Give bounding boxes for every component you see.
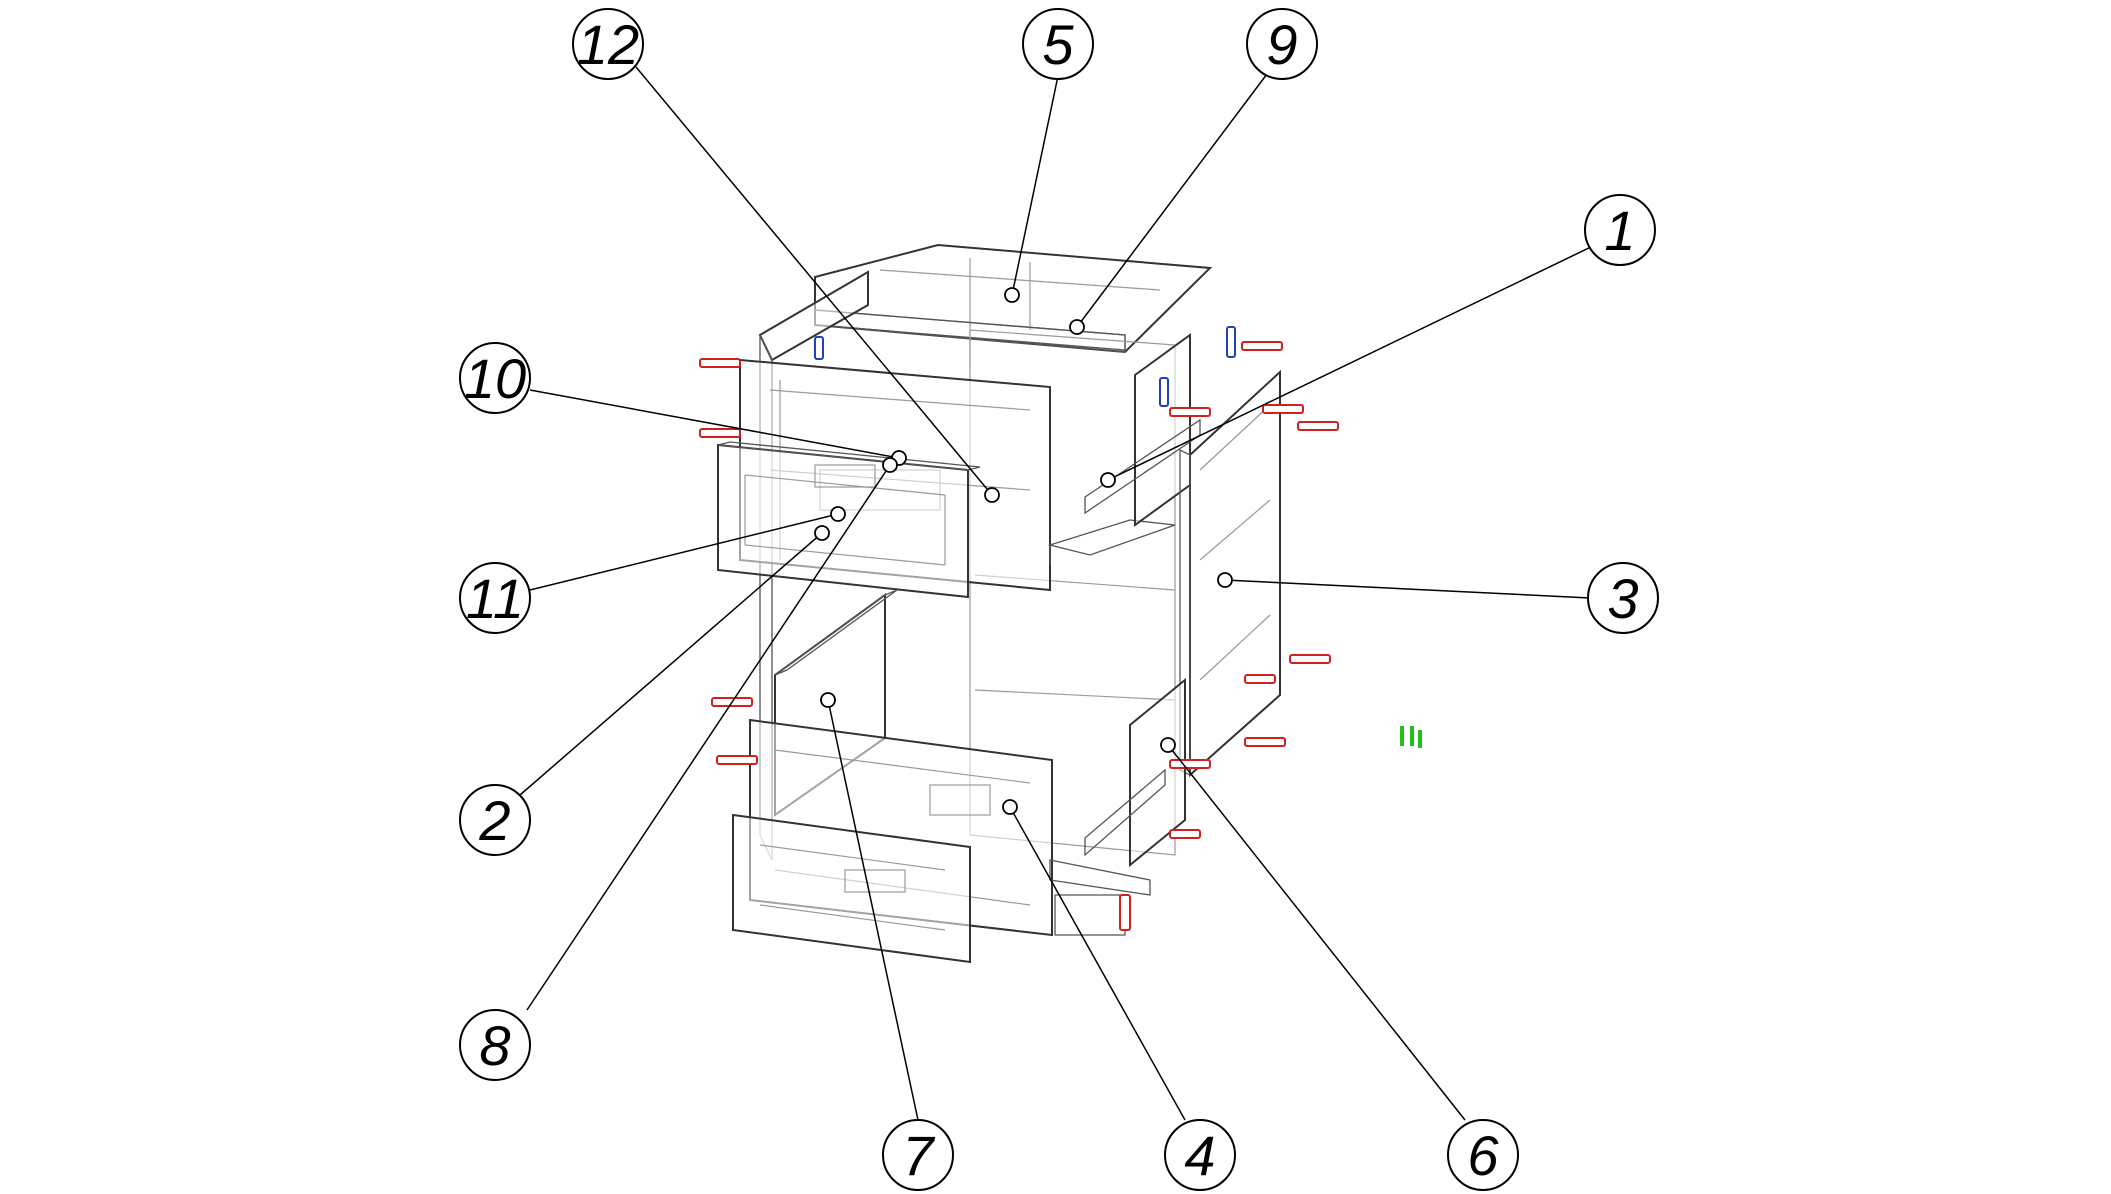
- dowels: [699, 341, 1339, 931]
- right-side-panel: [1179, 369, 1281, 778]
- callout-label: 6: [1467, 1124, 1499, 1187]
- callout-4: 4: [1164, 1119, 1236, 1191]
- dowel: [699, 358, 741, 368]
- dowel: [699, 428, 741, 438]
- callout-label: 2: [478, 789, 510, 852]
- leaders: [519, 66, 1596, 1121]
- fitting: [814, 336, 824, 360]
- callout-7: 7: [882, 1119, 954, 1191]
- cabinet-parts: [699, 243, 1422, 964]
- callout-label: 12: [577, 13, 639, 76]
- dimension-marker: [1400, 726, 1422, 748]
- upper-drawer-bottom: [1047, 519, 1176, 565]
- dowel: [1169, 407, 1211, 417]
- callout-1: 1: [1584, 194, 1656, 266]
- dowel: [1244, 737, 1286, 747]
- callout-5: 5: [1022, 8, 1094, 80]
- callout-label: 11: [466, 567, 524, 630]
- dowel: [716, 755, 758, 765]
- callout-label: 10: [464, 347, 526, 410]
- dowel: [1244, 674, 1276, 684]
- callout-3: 3: [1587, 562, 1659, 634]
- callout-11: 11: [459, 562, 531, 634]
- callout-label: 8: [479, 1014, 510, 1077]
- callout-12: 12: [572, 8, 644, 80]
- callout-label: 7: [902, 1124, 935, 1187]
- callout-label: 1: [1604, 199, 1635, 262]
- base-rail: [1049, 859, 1151, 936]
- lower-drawer-front: [732, 813, 971, 964]
- dowel: [1262, 404, 1304, 414]
- fitting: [1226, 326, 1236, 358]
- upper-drawer-front: [717, 441, 981, 599]
- callout-10: 10: [459, 342, 531, 414]
- lower-drawer-side-right: [1084, 677, 1186, 868]
- fitting: [1159, 377, 1169, 407]
- callout-label: 4: [1184, 1124, 1215, 1187]
- callout-label: 5: [1042, 13, 1074, 76]
- dowel: [1241, 341, 1283, 351]
- dowel: [1169, 759, 1211, 769]
- callout-9: 9: [1246, 8, 1318, 80]
- callout-6: 6: [1447, 1119, 1519, 1191]
- dowel: [1289, 654, 1331, 664]
- dowel: [1297, 421, 1339, 431]
- dowel: [1169, 829, 1201, 839]
- callout-8: 8: [459, 1009, 531, 1081]
- cam-fittings: [814, 326, 1236, 407]
- dowel: [1119, 894, 1131, 931]
- callout-2: 2: [459, 784, 531, 856]
- callout-label: 9: [1266, 13, 1297, 76]
- callout-label: 3: [1607, 567, 1638, 630]
- upper-drawer-side-right: [1084, 333, 1201, 527]
- top-panel: [814, 243, 1213, 370]
